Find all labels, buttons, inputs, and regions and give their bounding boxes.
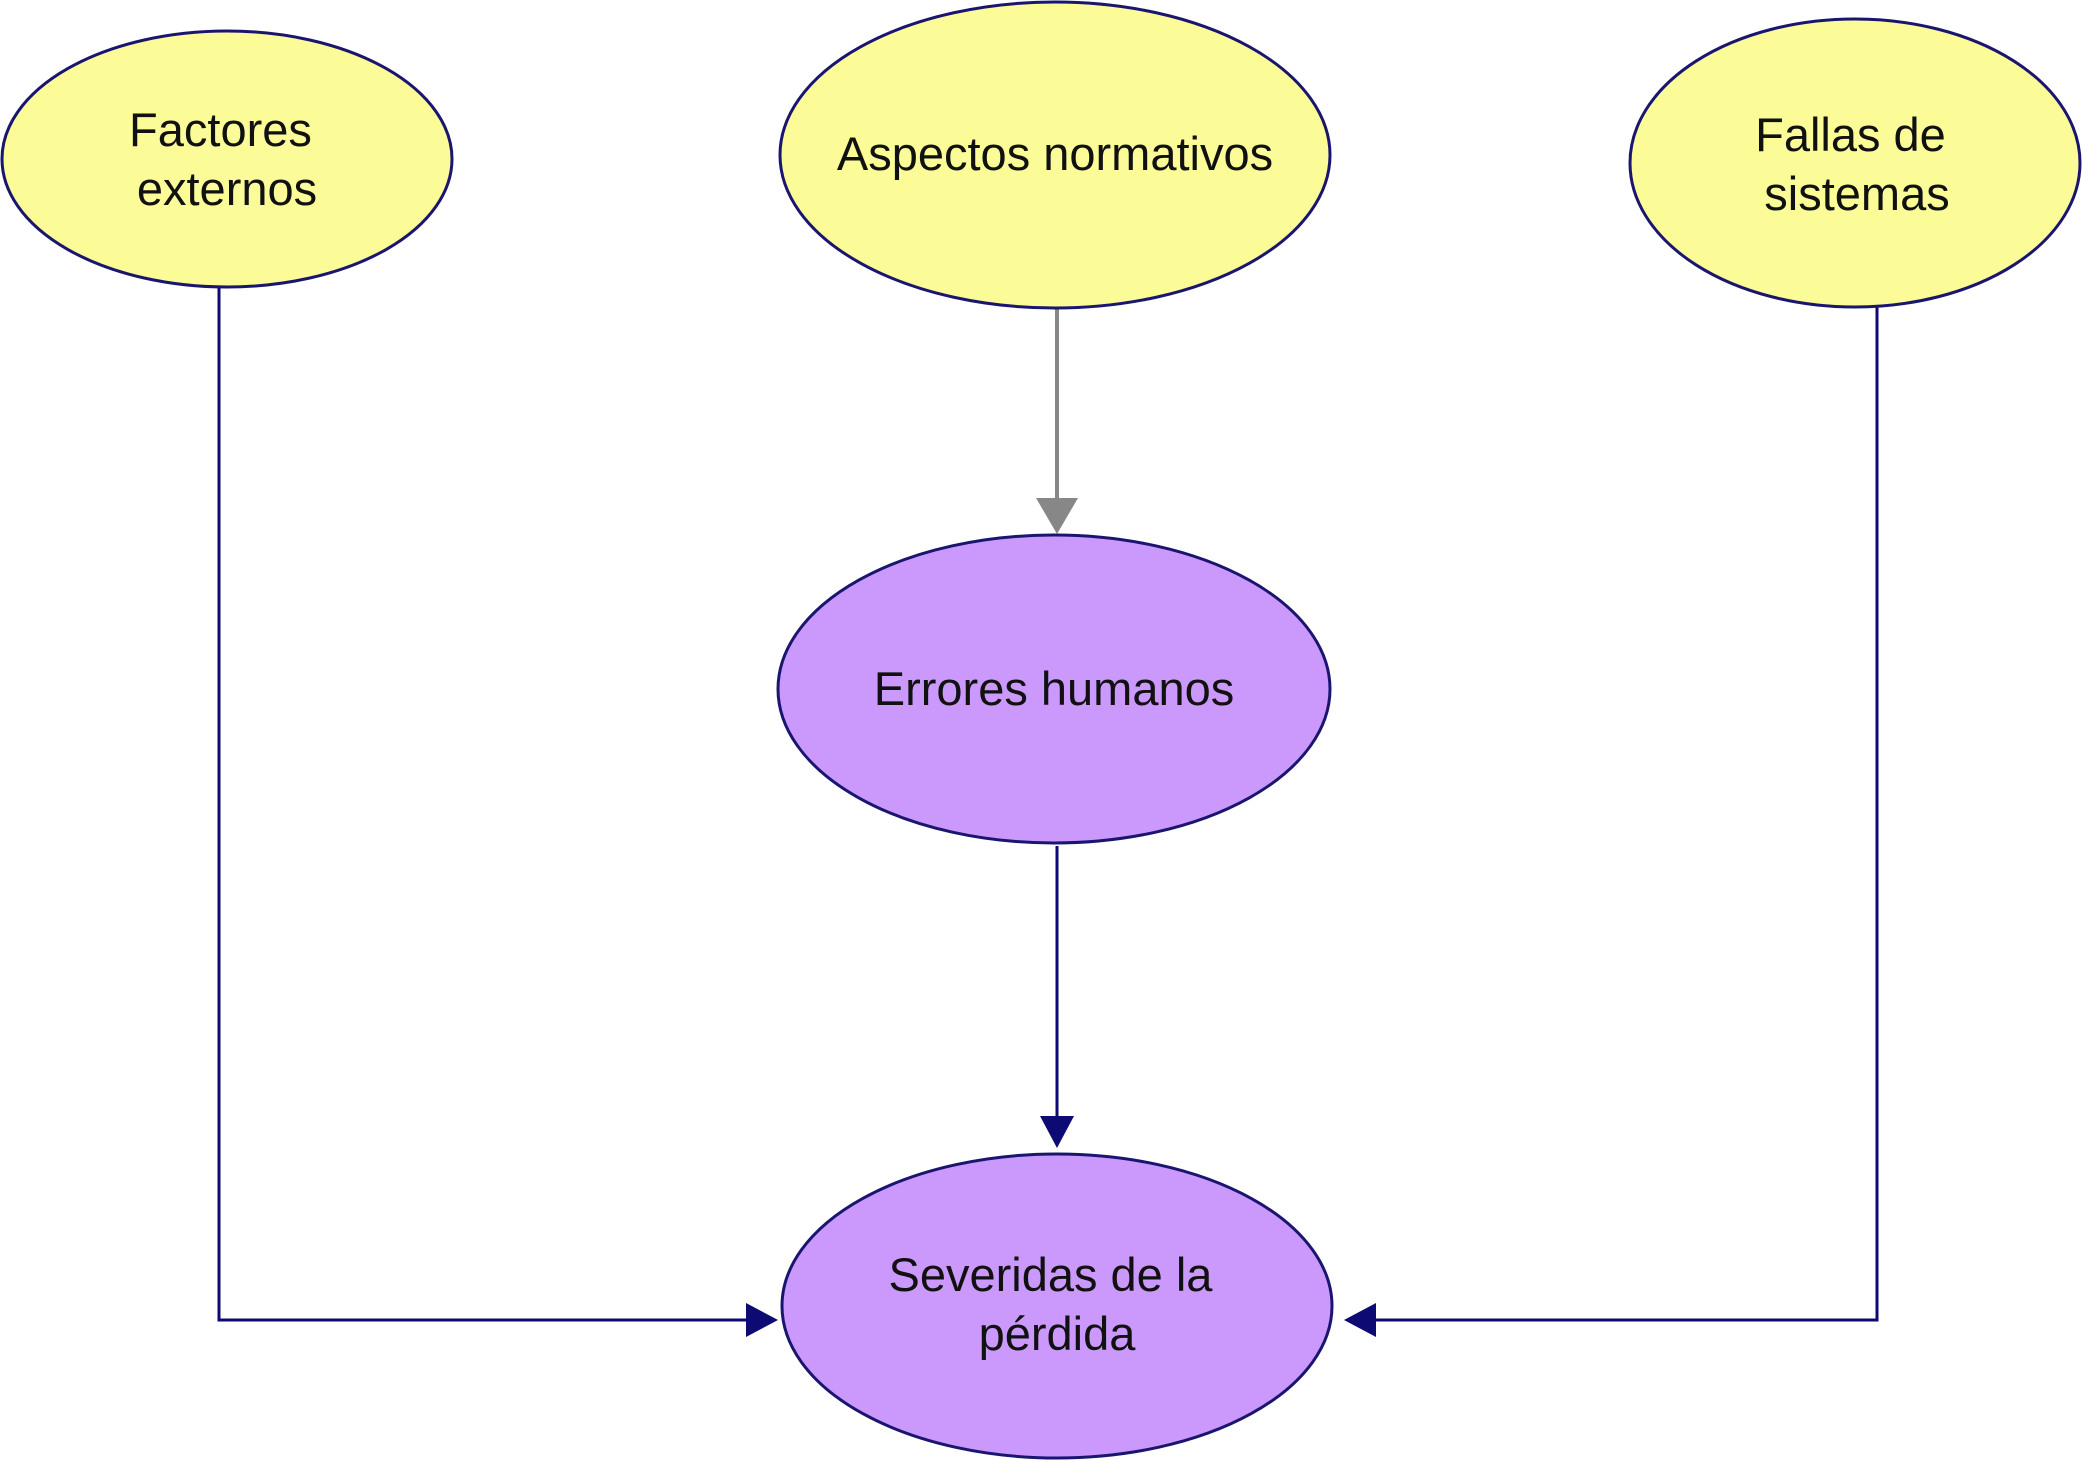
node-system-failures: Fallas de sistemas (1628, 17, 2082, 309)
node-loss-severity-shape (780, 1152, 1334, 1460)
node-external-factors: Factores externos (0, 29, 454, 289)
node-system-failures-shape (1628, 17, 2082, 309)
svg-text:Fallas de sistemas: Fallas de sistemas (1755, 108, 1959, 220)
arrow-human-to-loss-head (1040, 1116, 1074, 1148)
node-normative-aspects-line-1: Aspectos normativos (837, 127, 1273, 180)
node-human-errors-shape (776, 533, 1332, 845)
svg-text:Severidas de la pérdida: Severidas de la pérdida (888, 1248, 1225, 1360)
svg-text:Errores humanos: Errores humanos (874, 662, 1235, 715)
arrow-external-to-loss-head (746, 1303, 778, 1337)
node-normative-aspects: Aspectos normativos (778, 0, 1332, 310)
node-external-factors-line-2: externos (137, 162, 317, 215)
node-loss-severity-line-2: pérdida (979, 1307, 1137, 1360)
node-system-failures-line-1: Fallas de (1755, 108, 1946, 161)
node-normative-aspects-shape (778, 0, 1332, 310)
arrow-external-to-loss-line (217, 287, 748, 1322)
node-external-factors-shape (0, 29, 454, 289)
arrow-normative-to-human-head (1036, 498, 1078, 534)
node-human-errors: Errores humanos (776, 533, 1332, 845)
node-human-errors-line-1: Errores humanos (874, 662, 1235, 715)
node-external-factors-line-1: Factores (129, 103, 312, 156)
svg-text:Factores externos: Factores externos (129, 103, 325, 215)
node-loss-severity-line-1: Severidas de la (888, 1248, 1213, 1301)
arrow-system-to-loss-line (1374, 307, 1879, 1322)
arrow-system-to-loss-head (1344, 1303, 1376, 1337)
node-system-failures-line-2: sistemas (1764, 167, 1949, 220)
svg-text:Aspectos normativos: Aspectos normativos (837, 127, 1273, 180)
connectors (217, 287, 1879, 1337)
node-loss-severity: Severidas de la pérdida (780, 1152, 1334, 1460)
